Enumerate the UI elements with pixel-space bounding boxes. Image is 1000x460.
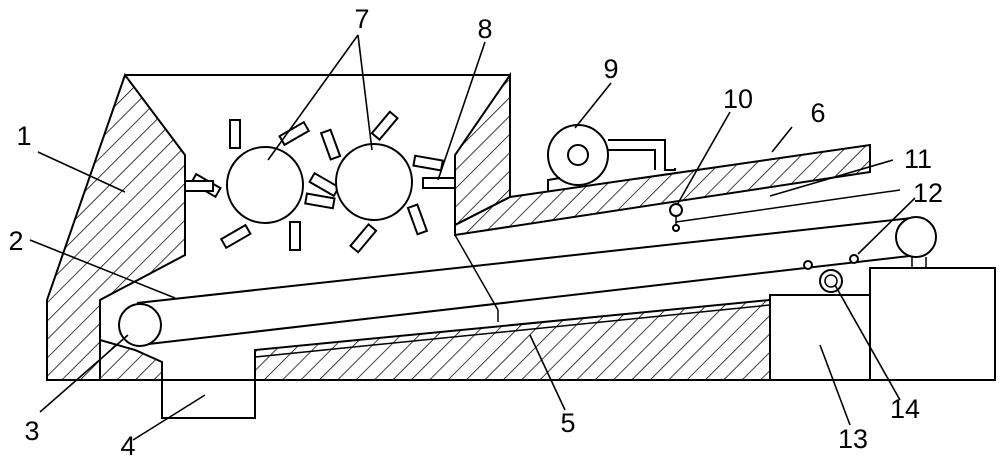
callout-13: 13	[838, 424, 868, 454]
left-wall-tooth	[184, 180, 214, 192]
callout-6: 6	[810, 98, 825, 128]
crushing-roller-right	[304, 110, 444, 254]
callout-14: 14	[890, 394, 920, 424]
right-roller-support	[911, 257, 927, 268]
cover-plate	[454, 143, 871, 237]
callout-2: 2	[8, 226, 23, 256]
spray-nozzle	[669, 203, 683, 232]
tension-wheel	[819, 269, 843, 293]
callout-7: 7	[354, 4, 369, 34]
callout-4: 4	[120, 431, 135, 460]
tension-wheel-hub	[824, 274, 838, 288]
guide-rod	[675, 189, 901, 223]
callout-labels: 1 2 3 4 5 6 7 8 9 10 11 12 13 14	[8, 4, 943, 460]
callout-3: 3	[24, 416, 39, 446]
small-wheel-a	[803, 260, 813, 270]
right-housing	[769, 267, 996, 381]
collecting-hopper	[161, 380, 256, 419]
left-roller	[118, 303, 162, 347]
conveyor-belt	[136, 217, 919, 346]
callout-9: 9	[603, 54, 618, 84]
lower-left-block	[99, 338, 163, 381]
callout-12: 12	[913, 178, 943, 208]
lower-base	[254, 298, 771, 381]
small-wheel-b	[849, 254, 859, 264]
lower-base-top-edge	[254, 304, 771, 358]
right-roller	[895, 216, 937, 258]
callout-11: 11	[904, 144, 932, 174]
callout-5: 5	[560, 408, 575, 438]
callout-1: 1	[16, 121, 31, 151]
leader-lines	[29, 34, 916, 441]
callout-10: 10	[723, 84, 753, 114]
callout-8: 8	[477, 14, 492, 44]
left-hopper-wall	[46, 72, 186, 381]
motor	[547, 124, 676, 192]
